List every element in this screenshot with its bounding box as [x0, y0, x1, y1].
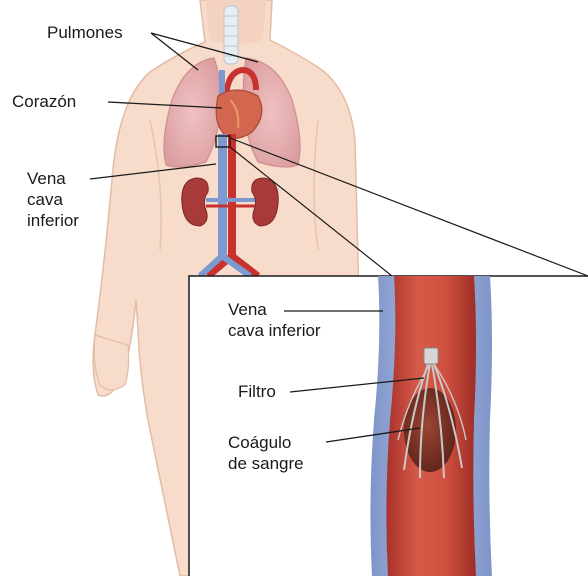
- hand: [94, 335, 128, 390]
- label-ivc-main-line3: inferior: [27, 210, 79, 231]
- label-clot: Coágulo de sangre: [228, 432, 304, 474]
- filter-hook: [424, 348, 438, 364]
- label-ivc-inset: Vena cava inferior: [228, 299, 321, 341]
- label-filter: Filtro: [238, 381, 276, 402]
- label-ivc-main-line1: Vena: [27, 168, 79, 189]
- right-kidney: [252, 178, 278, 226]
- left-kidney: [182, 178, 208, 226]
- label-ivc-main: Vena cava inferior: [27, 168, 79, 231]
- label-ivc-main-line2: cava: [27, 189, 79, 210]
- aorta: [228, 134, 236, 260]
- label-lungs: Pulmones: [47, 22, 123, 43]
- label-clot-line2: de sangre: [228, 453, 304, 474]
- label-ivc-inset-line1: Vena: [228, 299, 321, 320]
- inferior-vena-cava-main: [218, 134, 227, 260]
- label-heart: Corazón: [12, 91, 76, 112]
- label-ivc-inset-line2: cava inferior: [228, 320, 321, 341]
- label-clot-line1: Coágulo: [228, 432, 304, 453]
